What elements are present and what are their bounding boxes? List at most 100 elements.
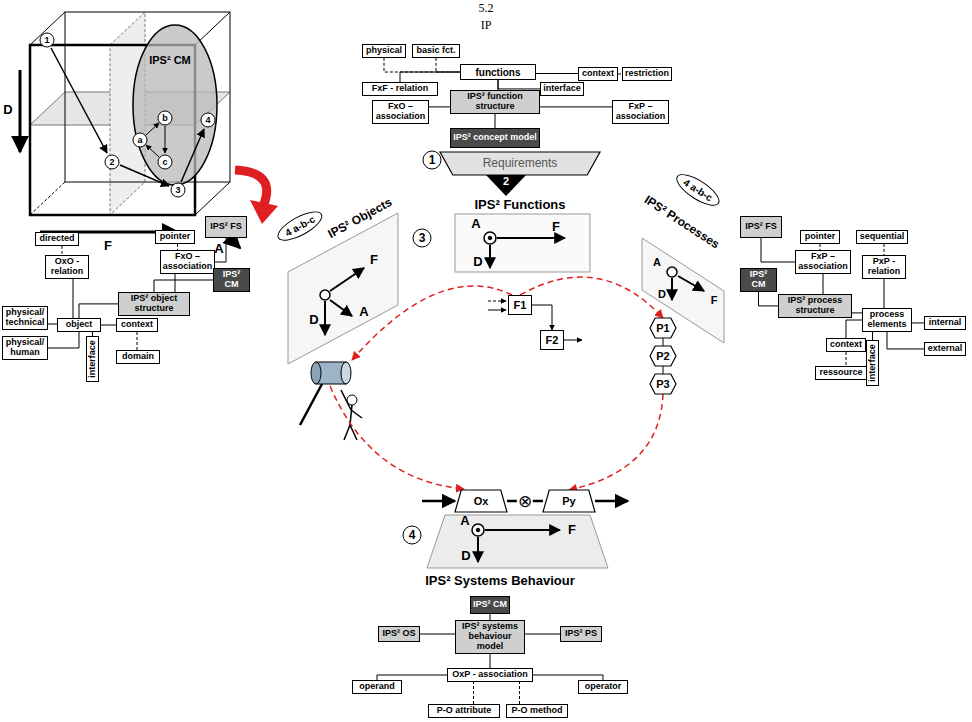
callout-number: b [158,111,173,126]
panel-title: IPS² Systems Behaviour [425,573,575,588]
callout-number: 2 [105,155,120,170]
structure-box: F1 [508,295,532,315]
structure-box: P-O method [506,704,568,718]
node-shape [650,346,676,366]
connector [759,292,779,306]
axis-plates [484,232,496,244]
structure-box: restriction [622,67,672,81]
callout-number: a [133,133,148,148]
connector [490,654,491,668]
axis-plates [642,238,724,343]
callout-number: 1 [423,151,442,170]
node-shape [440,152,600,175]
structure-group-box: IPS² FS [205,216,247,238]
node-text: FxO – association [163,252,213,272]
axis-letter: D [3,103,12,117]
connector [912,322,924,323]
edge-label: ⊗ [517,493,533,510]
connector [79,304,118,318]
node-text: functions [476,67,521,78]
connector [846,320,862,338]
connector [48,332,79,348]
structure-box: FxP – association [612,100,669,124]
node-text: FxF - relation [372,84,429,94]
axis-plates [330,300,352,316]
cube-figure [146,123,159,135]
structure-box: physical [362,44,406,58]
connector [215,238,226,262]
structure-box: operand [352,680,402,694]
cube-figure [195,182,230,215]
structure-box: context [116,318,158,332]
node-text: process elements [865,310,909,330]
connector [495,114,496,128]
element-tag: Py [543,490,595,512]
flow-arrows [352,286,512,360]
node-text: physical/ human [5,338,45,358]
axis-letter: F [552,220,560,234]
node-text: IPS² FS [745,222,777,232]
connector [884,279,885,308]
node-text: IPS² concept model [453,133,537,143]
connector [532,305,552,330]
object-illustration [351,410,362,418]
node-text: IPS² function structure [453,92,537,112]
structure-group-box: IPS² FS [740,216,782,238]
structure-group-box: IPS² systems behaviour model [455,620,525,654]
model-label: IPS² CM [149,54,191,66]
structure-box: physical/ human [2,336,48,360]
transition-arrow [235,170,267,204]
interface-box: interface [86,336,99,382]
node-text: context [121,320,153,330]
node-text: FxO – association [375,102,426,122]
node-text: IPS² object structure [121,294,187,314]
structure-box: P-O attribute [428,704,500,718]
panel-title: IPS² Objects [326,195,395,241]
structure-box: F2 [540,330,564,350]
structure-box: internal [924,316,966,330]
concept-model-box: IPS² CM [740,268,777,292]
connector [473,682,474,704]
element-tag: Ox [455,490,507,512]
node-text: context [830,340,862,350]
requirements-tag: Requirements [440,152,600,175]
step-badge: 4 a-b-c [273,206,326,247]
panel-shape [255,478,732,592]
cube-figure [19,70,22,152]
connector [823,274,824,294]
object-illustration [300,384,322,425]
structure-group-box: IPS² PS [560,626,602,642]
node-text: context [582,69,614,79]
axis-letter: A [653,256,661,268]
connector [429,106,450,107]
concept-model-box: IPS² CM [470,596,510,614]
structure-box: external [924,342,966,356]
axis-plates [678,276,704,291]
cube-figure [165,126,166,153]
node-text: physical [366,46,402,56]
node-text: F2 [546,334,559,346]
axis-letter: F [711,294,718,306]
callout-number: 4 [403,526,422,545]
connector [62,246,63,255]
structure-box: process elements [862,308,912,332]
connector [887,332,924,349]
cube-figure [51,48,107,153]
callout-number: 3 [413,229,432,248]
cube-figure [20,12,240,248]
axis-letter: F [568,523,576,537]
connector [569,394,663,490]
connector [175,274,176,292]
callout-number: 1 [40,33,55,48]
connector [519,682,520,704]
axis-letter: F [104,239,112,253]
structure-box: interface [540,82,584,96]
process-hexagon: P1 [650,318,676,338]
axis-plates [667,267,677,277]
node-text: P2 [656,350,669,362]
node-text: FxP – association [798,252,848,272]
step-badge: 4 a-b-c [672,168,724,211]
node-text: pointer [805,232,836,242]
structure-box: FxP – association [795,250,851,274]
node-text: directed [39,234,74,244]
